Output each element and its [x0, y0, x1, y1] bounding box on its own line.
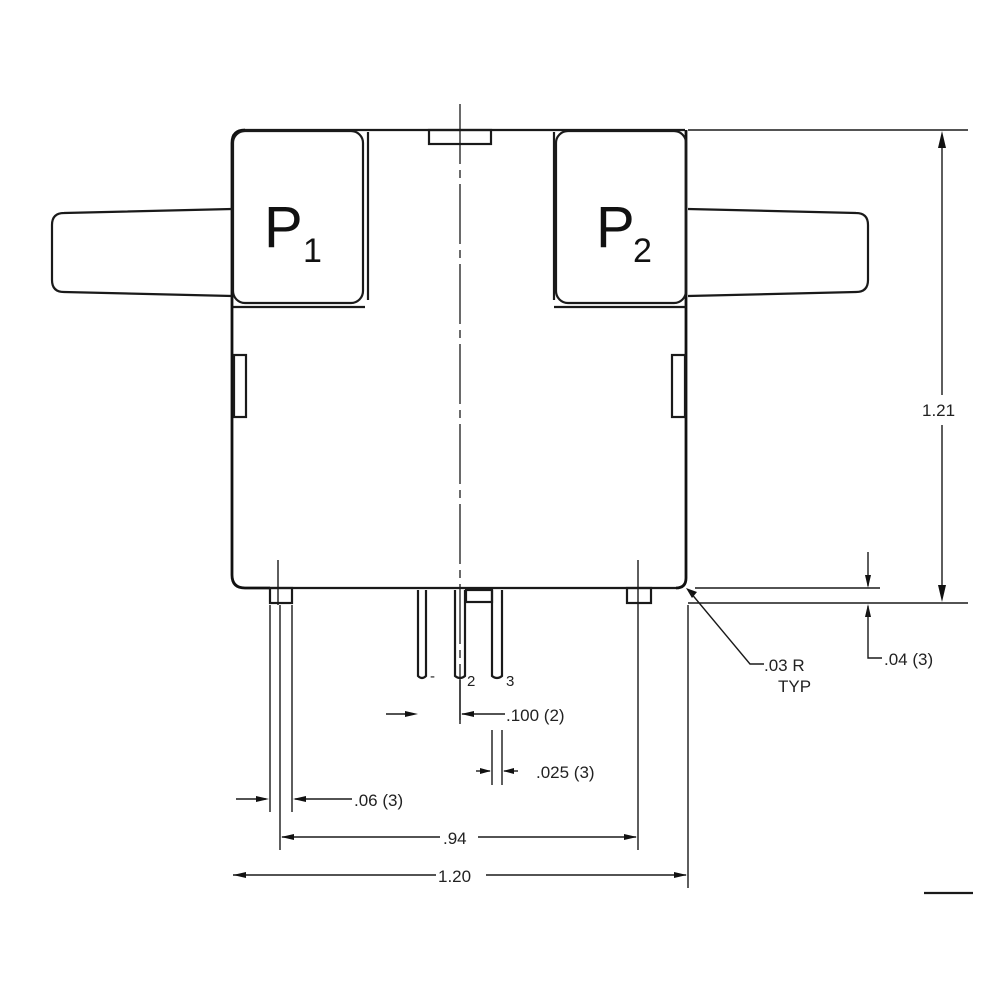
pin-3-label: 3 — [506, 673, 514, 690]
pin-1-label: - — [430, 668, 435, 685]
dim-overall-width-label: 1.20 — [438, 867, 471, 886]
dim-standoff-label: .04 (3) — [884, 650, 933, 669]
dim-radius-label-1: .03 R — [764, 656, 805, 675]
dim-height: 1.21 — [688, 129, 968, 604]
port-p1-letter: P — [264, 195, 303, 260]
dim-mount-pin-width: .06 (3) — [236, 605, 403, 812]
mounting-feet — [268, 560, 653, 605]
port-p1-subscript: 1 — [303, 232, 322, 270]
dim-standoff: .04 (3) — [695, 552, 933, 669]
dim-pin-pitch: .100 (2) — [386, 680, 565, 725]
dim-pin-width-label: .025 (3) — [536, 763, 595, 782]
port-p2: P 2 — [554, 129, 870, 309]
dim-mount-pin-width-label: .06 (3) — [354, 791, 403, 810]
port-p2-letter: P — [596, 195, 635, 260]
dim-pitch-label: .100 (2) — [506, 706, 565, 725]
dim-radius-label-2: TYP — [778, 677, 811, 696]
dim-mount-spacing-label: .94 — [443, 829, 467, 848]
dim-overall-width: 1.20 — [233, 605, 689, 888]
electrical-pins: - 2 3 — [416, 588, 514, 690]
port-p1: P 1 — [50, 129, 365, 309]
dim-mount-spacing: .94 — [279, 605, 639, 850]
pin-2-label: 2 — [467, 673, 475, 690]
port-p2-subscript: 2 — [633, 232, 652, 270]
dim-pin-width: .025 (3) — [476, 730, 595, 785]
dim-height-label: 1.21 — [922, 401, 955, 420]
dim-corner-radius: .03 R TYP — [686, 588, 811, 696]
